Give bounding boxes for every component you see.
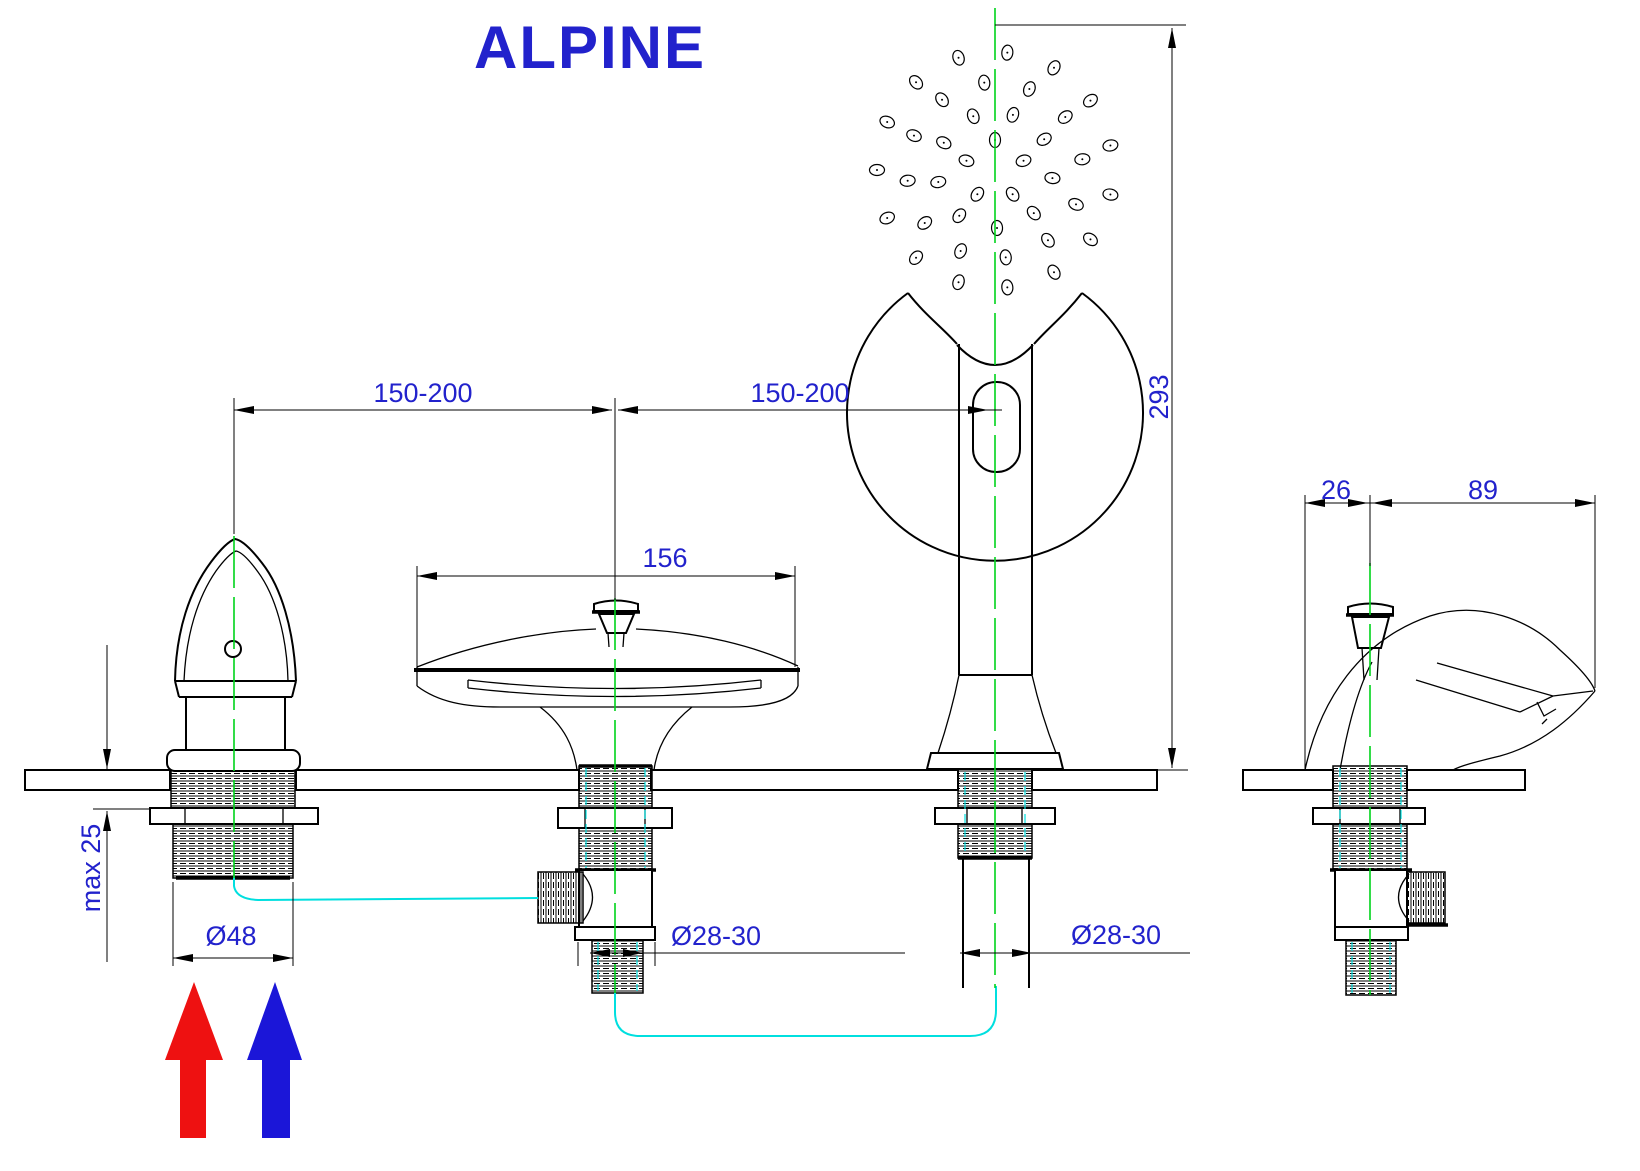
dim-spout-width: 156 [642, 543, 687, 573]
aerator-detail [1536, 701, 1557, 725]
dim-spout-hole: Ø28-30 [671, 921, 761, 951]
page-title: ALPINE [474, 14, 706, 81]
centerlines [233, 8, 1371, 995]
side-tailpipe [1345, 939, 1397, 996]
lever-button [224, 640, 242, 658]
shower-nozzles [868, 44, 1119, 296]
dim-handset-height: 293 [1144, 374, 1174, 419]
cold-water-arrow-icon [247, 982, 302, 1138]
dimensions: 150-200 150-200 293 156 max 25 Ø48 Ø28-3… [76, 24, 1596, 966]
hose-connector [537, 871, 584, 924]
dim-max-deck-thickness: max 25 [76, 824, 106, 913]
dim-back-offset: 26 [1321, 475, 1351, 505]
mixer-to-spout-hose [233, 876, 539, 902]
dim-spout-to-holder: 150-200 [750, 378, 849, 408]
handle-hole [972, 381, 1021, 473]
shower-handle [958, 344, 1033, 676]
spout-channel [1415, 662, 1594, 713]
side-hose-connector [1406, 871, 1446, 924]
hand-shower [846, 44, 1144, 988]
side-view-spout [1304, 602, 1596, 996]
dim-holder-hole: Ø28-30 [1071, 920, 1161, 950]
dim-mixer-to-spout: 150-200 [373, 378, 472, 408]
dim-spout-reach: 89 [1468, 475, 1498, 505]
side-locknut [1312, 807, 1426, 825]
supply-arrows [165, 982, 302, 1138]
dim-mixer-hole: Ø48 [205, 921, 256, 951]
spout-to-handset-hose [614, 986, 997, 1037]
spout-tailpipe [591, 939, 644, 994]
hot-water-arrow-icon [165, 982, 223, 1138]
diverter-knob [593, 599, 639, 612]
flexible-hoses [233, 768, 1402, 1037]
single-lever-mixer [149, 537, 319, 880]
holder-tube [962, 858, 1030, 988]
